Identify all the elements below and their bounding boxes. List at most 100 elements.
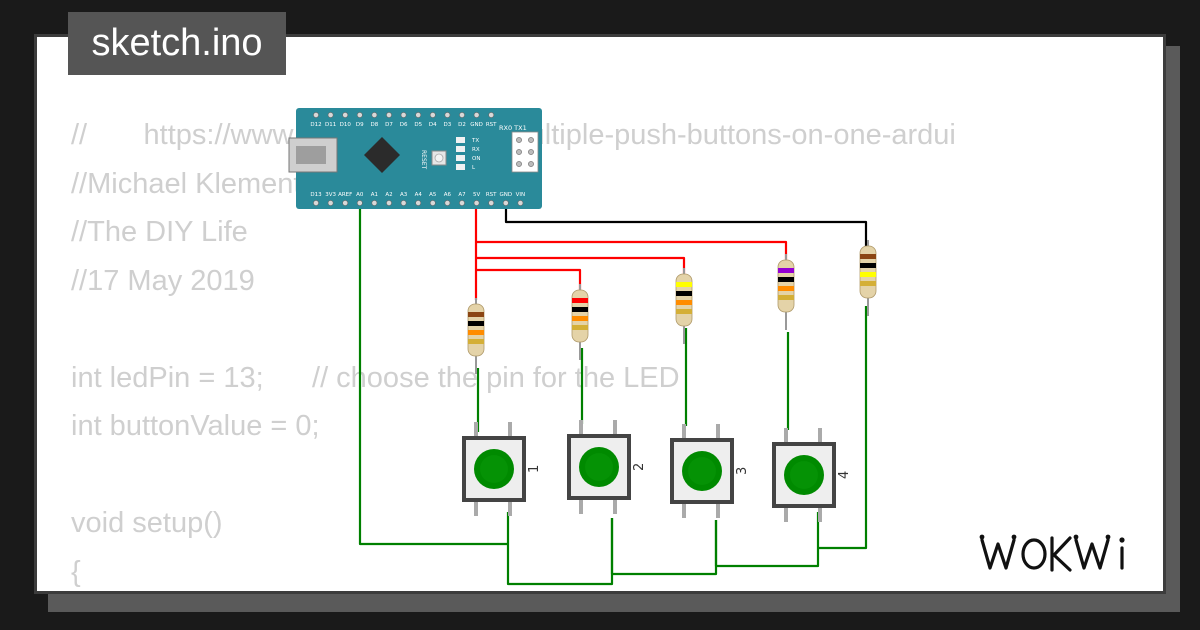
button-leg <box>474 502 478 516</box>
bottom-pin-label: AREF <box>338 192 352 198</box>
wire <box>610 518 718 576</box>
top-pin <box>473 112 480 118</box>
top-pin <box>342 112 349 118</box>
button-leg <box>474 422 478 436</box>
top-pin <box>400 112 407 118</box>
bottom-pin-label: RST <box>486 192 497 198</box>
button-leg <box>818 428 822 442</box>
icsp-pin <box>528 161 534 167</box>
code-line: // https://www.the-diy-life.com/multiple… <box>71 119 956 151</box>
resistor-band <box>860 263 876 268</box>
resistor-band <box>468 321 484 326</box>
top-pin-label: D4 <box>429 122 437 128</box>
resistor-band <box>676 291 692 296</box>
top-pin-label: D5 <box>414 122 422 128</box>
resistors <box>467 240 877 374</box>
resistor-band <box>572 298 588 303</box>
button-leg <box>613 500 617 514</box>
board-pcb <box>296 108 542 209</box>
top-pin <box>356 112 363 118</box>
top-pin <box>313 112 319 118</box>
resistor-band <box>572 325 588 330</box>
bottom-pin <box>342 200 349 206</box>
bottom-pin-label: D13 <box>310 192 322 198</box>
bottom-pin-label: A1 <box>371 192 378 198</box>
bottom-pin <box>386 200 392 206</box>
code-background: // https://www.the-diy-life.com/multiple… <box>71 111 956 591</box>
top-pin <box>327 112 334 118</box>
top-pin-label: RST <box>486 122 497 128</box>
status-led <box>456 164 465 170</box>
top-pin-label: D6 <box>400 122 408 128</box>
resistor <box>859 240 877 316</box>
bottom-pin <box>488 200 495 206</box>
resistor <box>777 254 795 330</box>
filename-tag: sketch.ino <box>68 12 286 75</box>
status-led-label: RX <box>472 147 480 153</box>
top-pin-label: D9 <box>356 122 364 128</box>
top-pin-label: D12 <box>310 122 321 128</box>
wokwi-logo <box>979 534 1125 572</box>
resistor-band <box>468 312 484 317</box>
resistor-band <box>572 316 588 321</box>
status-led <box>456 137 465 143</box>
top-pin <box>415 112 422 118</box>
icsp-header <box>511 131 539 173</box>
code-line: int ledPin = 13; // choose the pin for t… <box>71 361 680 394</box>
button-leg <box>508 422 512 436</box>
code-line: //Michael Klements <box>71 167 316 200</box>
wire <box>818 306 868 550</box>
bottom-pin-label: A3 <box>400 192 408 198</box>
top-pin <box>444 112 451 118</box>
bottom-pin <box>356 200 363 206</box>
button-leg <box>716 424 720 438</box>
status-led-label: TX <box>471 138 479 144</box>
top-pin-label: D7 <box>385 122 393 128</box>
icsp-pin <box>516 149 522 155</box>
resistor-band <box>778 277 794 282</box>
reset-label: RESET <box>420 150 427 170</box>
status-led <box>456 155 465 161</box>
resistor <box>467 298 485 374</box>
button-number: 4 <box>837 471 852 479</box>
push-buttons: 1 2 3 4 <box>462 420 852 522</box>
icsp-pin <box>516 137 522 143</box>
top-pin <box>386 112 392 118</box>
button-leg <box>818 508 822 522</box>
bottom-pin-label: A6 <box>444 192 452 198</box>
wire <box>476 268 582 290</box>
status-led-label: L <box>472 165 476 171</box>
bottom-pin-label: VIN <box>516 192 526 198</box>
button-number: 2 <box>632 463 647 471</box>
resistor-band <box>676 282 692 287</box>
bottom-pin <box>502 200 509 206</box>
resistor-band <box>860 281 876 286</box>
push-button-3[interactable]: 3 <box>670 424 750 518</box>
button-leg <box>613 420 617 434</box>
button-leg <box>716 504 720 518</box>
bottom-pin-label: A7 <box>458 192 466 198</box>
resistor-band <box>778 295 794 300</box>
bottom-pin-label: GND <box>499 192 512 198</box>
code-line: //The DIY Life <box>71 216 248 248</box>
top-pin-label: D10 <box>340 122 352 128</box>
push-button-2[interactable]: 2 <box>567 420 647 514</box>
icsp-pin <box>528 149 534 155</box>
resistor <box>571 284 589 360</box>
wires <box>358 203 868 586</box>
wire <box>504 203 868 250</box>
button-number: 3 <box>735 467 750 475</box>
push-button-1[interactable]: 1 <box>462 422 542 516</box>
resistor-band <box>676 309 692 314</box>
resistor-band <box>778 268 794 273</box>
push-button-4[interactable]: 4 <box>772 428 852 522</box>
mcu-chip <box>364 137 400 173</box>
bottom-pin <box>473 200 480 206</box>
top-pin <box>371 112 378 118</box>
bottom-pin <box>415 200 422 206</box>
bottom-pin <box>313 200 319 206</box>
bottom-pin <box>327 200 334 206</box>
